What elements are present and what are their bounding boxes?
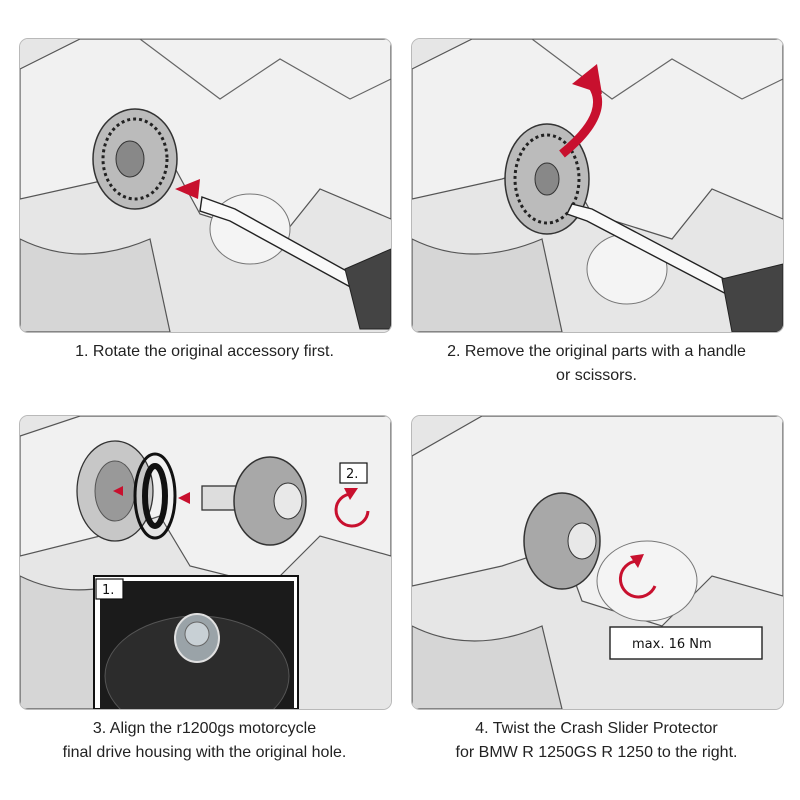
- step-3-drawing: 2. 1.: [20, 416, 391, 709]
- inset-number-label: 1.: [102, 583, 114, 598]
- step-2-illustration: [411, 38, 784, 333]
- step-4-caption: 4. Twist the Crash Slider Protector for …: [411, 717, 782, 765]
- step-number-label: 2.: [346, 467, 358, 482]
- step-3-illustration: 2. 1.: [19, 415, 392, 710]
- step-1-drawing: [20, 39, 391, 332]
- step-3-caption-line1: 3. Align the r1200gs motorcycle: [19, 717, 390, 741]
- step-1-caption-line1: 1. Rotate the original accessory first.: [19, 340, 390, 364]
- step-3-caption-line2: final drive housing with the original ho…: [19, 741, 390, 765]
- step-3-caption: 3. Align the r1200gs motorcycle final dr…: [19, 717, 390, 765]
- step-2-caption-line1: 2. Remove the original parts with a hand…: [411, 340, 782, 364]
- torque-label: max. 16 Nm: [632, 637, 712, 652]
- step-2-drawing: [412, 39, 783, 332]
- step-4-caption-line1: 4. Twist the Crash Slider Protector: [411, 717, 782, 741]
- step-1-illustration: [19, 38, 392, 333]
- step-2-caption: 2. Remove the original parts with a hand…: [411, 340, 782, 388]
- step-4-caption-line2: for BMW R 1250GS R 1250 to the right.: [411, 741, 782, 765]
- step-4-drawing: max. 16 Nm: [412, 416, 783, 709]
- step-4-illustration: max. 16 Nm: [411, 415, 784, 710]
- step-2-caption-line2: or scissors.: [411, 364, 782, 388]
- step-1-caption: 1. Rotate the original accessory first.: [19, 340, 390, 364]
